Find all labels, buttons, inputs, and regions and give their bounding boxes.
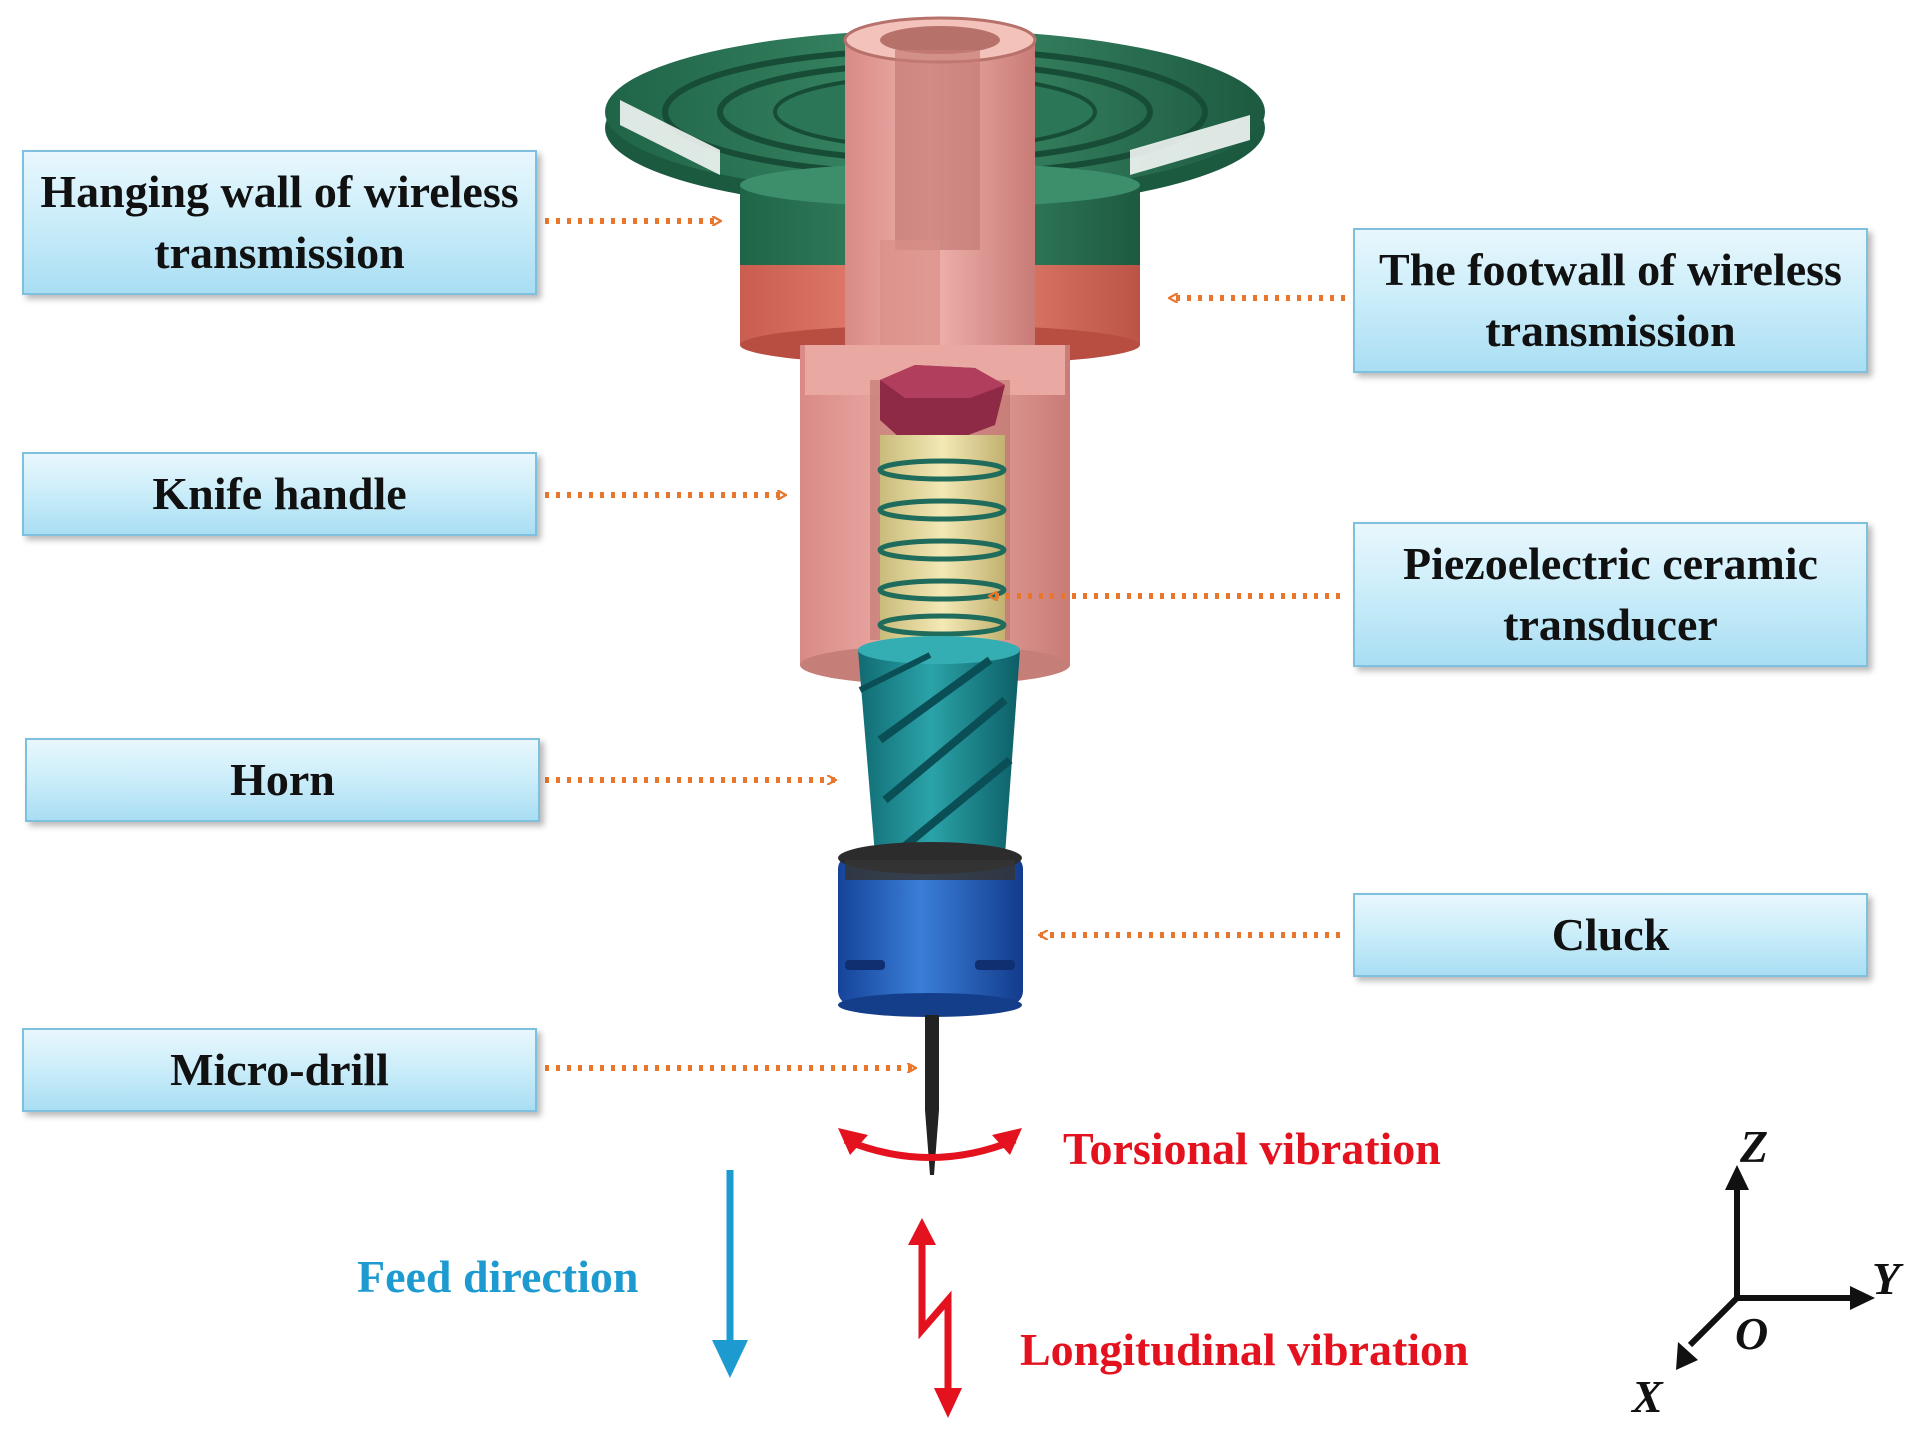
piezo-stack [877,435,1007,640]
micro-drill-tool [925,1015,939,1175]
horn-body [858,636,1020,855]
hex-nut [880,365,1005,440]
axis-label-z: Z [1740,1121,1769,1172]
feed-direction-arrow [712,1170,748,1378]
chuck-body [838,842,1023,1017]
longitudinal-vibration-label: Longitudinal vibration [1020,1324,1469,1375]
feed-direction-label: Feed direction [357,1251,639,1302]
label-footwall-text: The footwall of wireless transmission [1379,243,1842,356]
label-cluck: Cluck [1353,893,1868,977]
longitudinal-vibration-arrow [908,1218,962,1418]
label-knife-handle: Knife handle [22,452,537,536]
axis-label-x: X [1632,1371,1663,1422]
label-horn-text: Horn [230,753,335,805]
torsional-vibration-label: Torsional vibration [1063,1123,1441,1174]
axis-label-origin: O [1735,1308,1769,1359]
label-hanging-wall: Hanging wall of wireless transmission [22,150,537,295]
x-axis [1687,1295,1740,1348]
label-knife-handle-text: Knife handle [152,467,407,519]
tool-assembly [605,16,1265,1175]
torsional-vibration-arrow [838,1128,1022,1161]
axis-label-y: Y [1872,1253,1901,1304]
label-micro-drill-text: Micro-drill [170,1043,389,1095]
knife-handle-spindle [843,16,1037,370]
label-hanging-wall-text: Hanging wall of wireless transmission [40,165,519,278]
coordinate-axes [1676,1165,1875,1370]
label-horn: Horn [25,738,540,822]
leader-arrows [545,221,1345,1068]
label-piezo-text: Piezoelectric ceramic transducer [1403,537,1818,650]
label-cluck-text: Cluck [1551,908,1670,960]
label-footwall: The footwall of wireless transmission [1353,228,1868,373]
label-micro-drill: Micro-drill [22,1028,537,1112]
label-piezo: Piezoelectric ceramic transducer [1353,522,1868,667]
